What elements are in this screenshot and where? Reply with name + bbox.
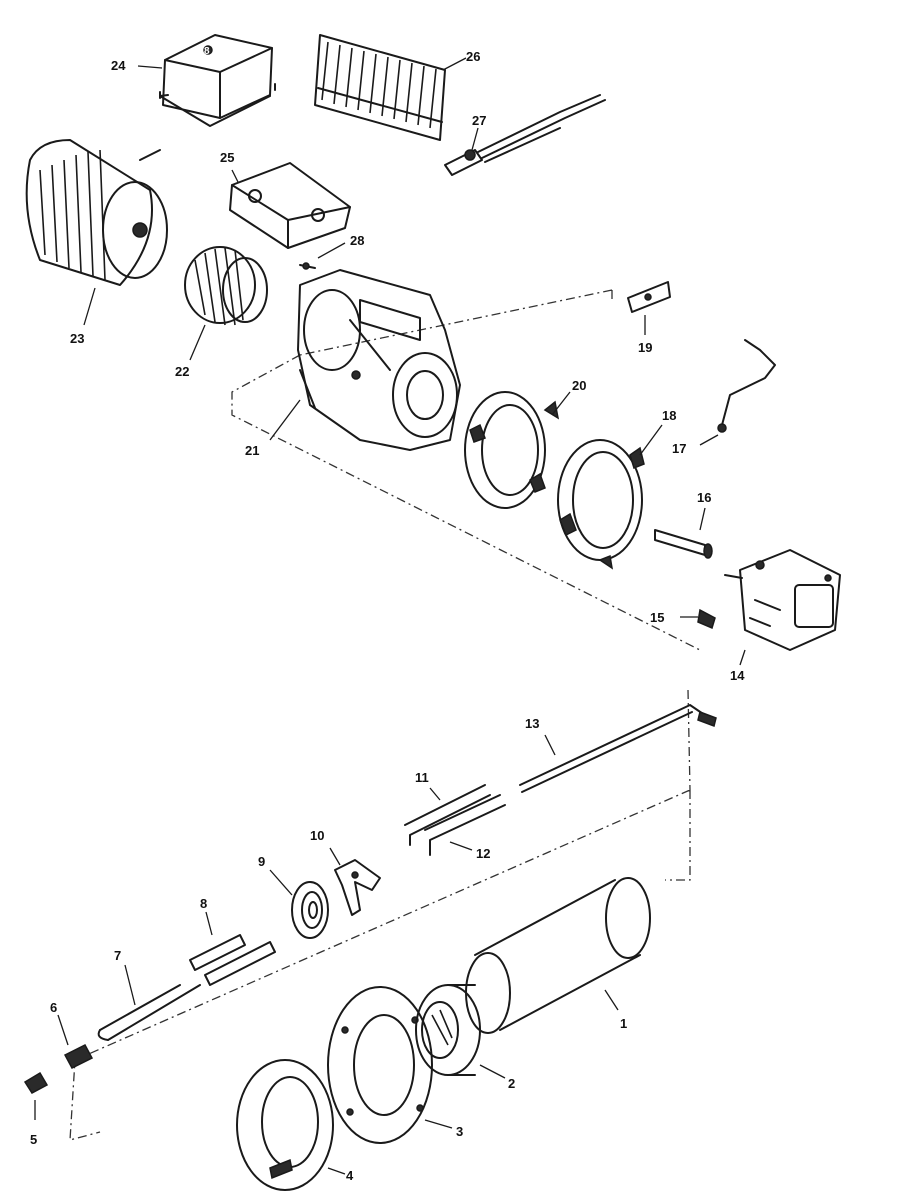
part-20-clamp-band — [464, 391, 560, 509]
part-13-nozzle-line — [519, 704, 717, 793]
callout-3: 3 — [456, 1124, 463, 1139]
part-14-fuel-pump — [724, 549, 841, 651]
part-4-flange — [236, 1059, 334, 1191]
callout-21: 21 — [245, 443, 259, 458]
part-9-disc — [291, 881, 329, 939]
callout-20: 20 — [572, 378, 586, 393]
part-25-junction-box — [229, 162, 351, 249]
callout-9: 9 — [258, 854, 265, 869]
callout-17: 17 — [672, 441, 686, 456]
part-16-coupling — [654, 529, 713, 559]
callout-12: 12 — [476, 846, 490, 861]
callout-10: 10 — [310, 828, 324, 843]
part-6-adapter — [63, 1044, 94, 1069]
callout-16: 16 — [697, 490, 711, 505]
callout-5: 5 — [30, 1132, 37, 1147]
callout-23: 23 — [70, 331, 84, 346]
part-23-motor — [25, 139, 168, 286]
callout-11: 11 — [415, 770, 429, 785]
callout-1: 1 — [620, 1016, 627, 1031]
callout-7: 7 — [114, 948, 121, 963]
callout-28: 28 — [350, 233, 364, 248]
part-27-cad-cell — [444, 94, 606, 176]
part-28-screw — [299, 262, 316, 270]
callout-14: 14 — [730, 668, 745, 683]
callout-13: 13 — [525, 716, 539, 731]
part-26-shield — [314, 34, 446, 141]
box-mark-label: 8 — [204, 46, 210, 57]
callout-27: 27 — [472, 113, 486, 128]
callout-4: 4 — [346, 1168, 354, 1183]
callout-18: 18 — [662, 408, 676, 423]
callout-8: 8 — [200, 896, 207, 911]
part-21-housing — [297, 269, 461, 451]
callout-6: 6 — [50, 1000, 57, 1015]
part-22-blower-wheel — [184, 246, 268, 326]
part-7-electrode-rods — [97, 984, 201, 1041]
callout-2: 2 — [508, 1076, 515, 1091]
callout-22: 22 — [175, 364, 189, 379]
part-11-12-electrodes — [404, 784, 506, 856]
callout-15: 15 — [650, 610, 664, 625]
part-15-fitting — [697, 608, 716, 630]
part-24-transformer: 8 — [159, 34, 276, 127]
callout-26: 26 — [466, 49, 480, 64]
part-17-oil-line — [717, 339, 776, 433]
part-1-air-tube — [465, 877, 651, 1034]
part-8-insulators — [189, 934, 276, 986]
part-5-nozzle — [23, 1071, 49, 1094]
upper-assembly-outline — [231, 289, 701, 651]
lower-assembly-outline — [69, 689, 691, 1141]
callout-19: 19 — [638, 340, 652, 355]
callout-24: 24 — [111, 58, 126, 73]
part-10-bracket — [334, 859, 381, 916]
callout-25: 25 — [220, 150, 234, 165]
part-18-electrode-band — [557, 439, 645, 570]
part-19-plate — [627, 281, 671, 313]
part-3-mounting-plate — [327, 986, 433, 1144]
